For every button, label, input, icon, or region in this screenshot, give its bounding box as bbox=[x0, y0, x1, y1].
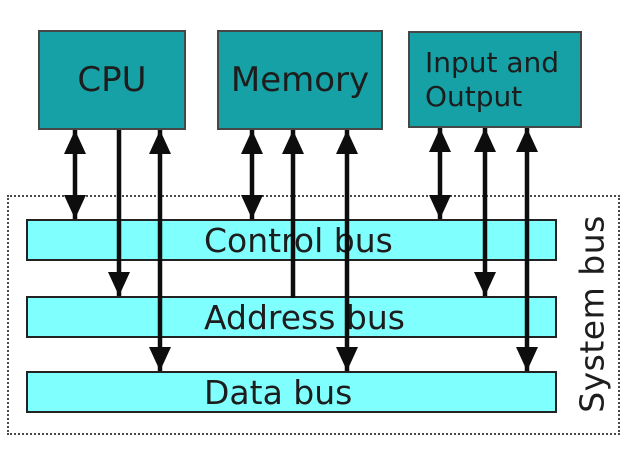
input-output-label-line2: Output bbox=[425, 79, 523, 113]
data-bus-label: Data bus bbox=[204, 372, 353, 412]
input-output-label-line1: Input and bbox=[425, 45, 560, 79]
input-output-box: Input and Output bbox=[408, 31, 582, 128]
arrowhead-up-io-control bbox=[429, 128, 451, 152]
memory-box: Memory bbox=[217, 30, 383, 130]
arrowhead-up-memory-data bbox=[336, 130, 358, 154]
arrowhead-up-io-address bbox=[474, 128, 496, 152]
address-bus-bar: Address bus bbox=[26, 296, 557, 338]
arrowhead-up-memory-address bbox=[282, 130, 304, 154]
address-bus-label: Address bus bbox=[204, 297, 405, 337]
system-bus-label: System bus bbox=[572, 215, 612, 413]
cpu-label: CPU bbox=[77, 60, 147, 100]
arrowhead-up-cpu-data bbox=[149, 130, 171, 154]
control-bus-label: Control bus bbox=[204, 220, 393, 260]
memory-label: Memory bbox=[230, 60, 370, 100]
system-bus-frame bbox=[7, 195, 620, 435]
arrowhead-up-io-data bbox=[516, 128, 538, 152]
data-bus-bar: Data bus bbox=[26, 371, 557, 413]
control-bus-bar: Control bus bbox=[26, 219, 557, 261]
cpu-box: CPU bbox=[38, 30, 186, 130]
arrowhead-up-memory-control bbox=[241, 130, 263, 154]
arrowhead-up-cpu-control bbox=[64, 130, 86, 154]
